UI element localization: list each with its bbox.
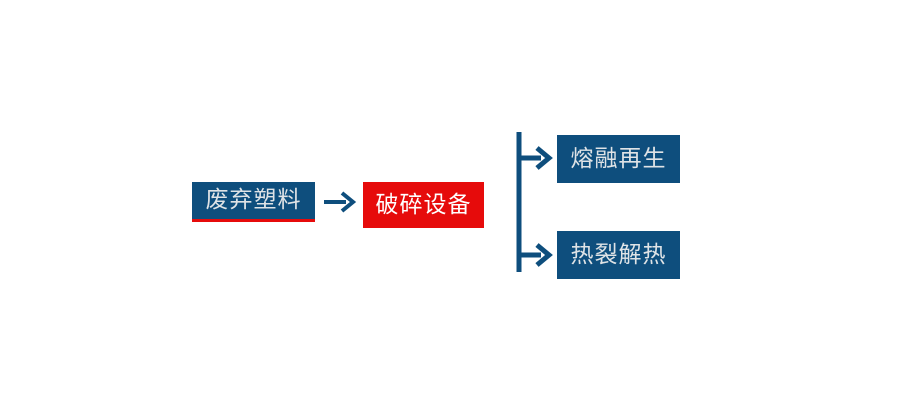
node-process-crushing-equipment[interactable]: 破碎设备	[363, 182, 484, 228]
arrow-branch-bottom-icon	[519, 243, 553, 267]
arrow-source-to-process	[322, 188, 358, 216]
branch-connector-icon	[516, 132, 553, 272]
node-source-waste-plastic[interactable]: 废弃塑料	[192, 182, 315, 222]
arrow-right-icon	[324, 191, 357, 213]
node-outcome-pyrolysis-heat[interactable]: 热裂解热	[557, 231, 680, 279]
arrow-branch-top-icon	[519, 146, 553, 170]
node-outcome-melt-regeneration[interactable]: 熔融再生	[557, 135, 680, 183]
node-process-label: 破碎设备	[375, 191, 472, 218]
node-source-label: 废弃塑料	[205, 187, 302, 213]
branch-connector	[505, 125, 565, 280]
node-outcome-top-label: 熔融再生	[570, 145, 667, 172]
node-outcome-bottom-label: 热裂解热	[570, 241, 667, 268]
